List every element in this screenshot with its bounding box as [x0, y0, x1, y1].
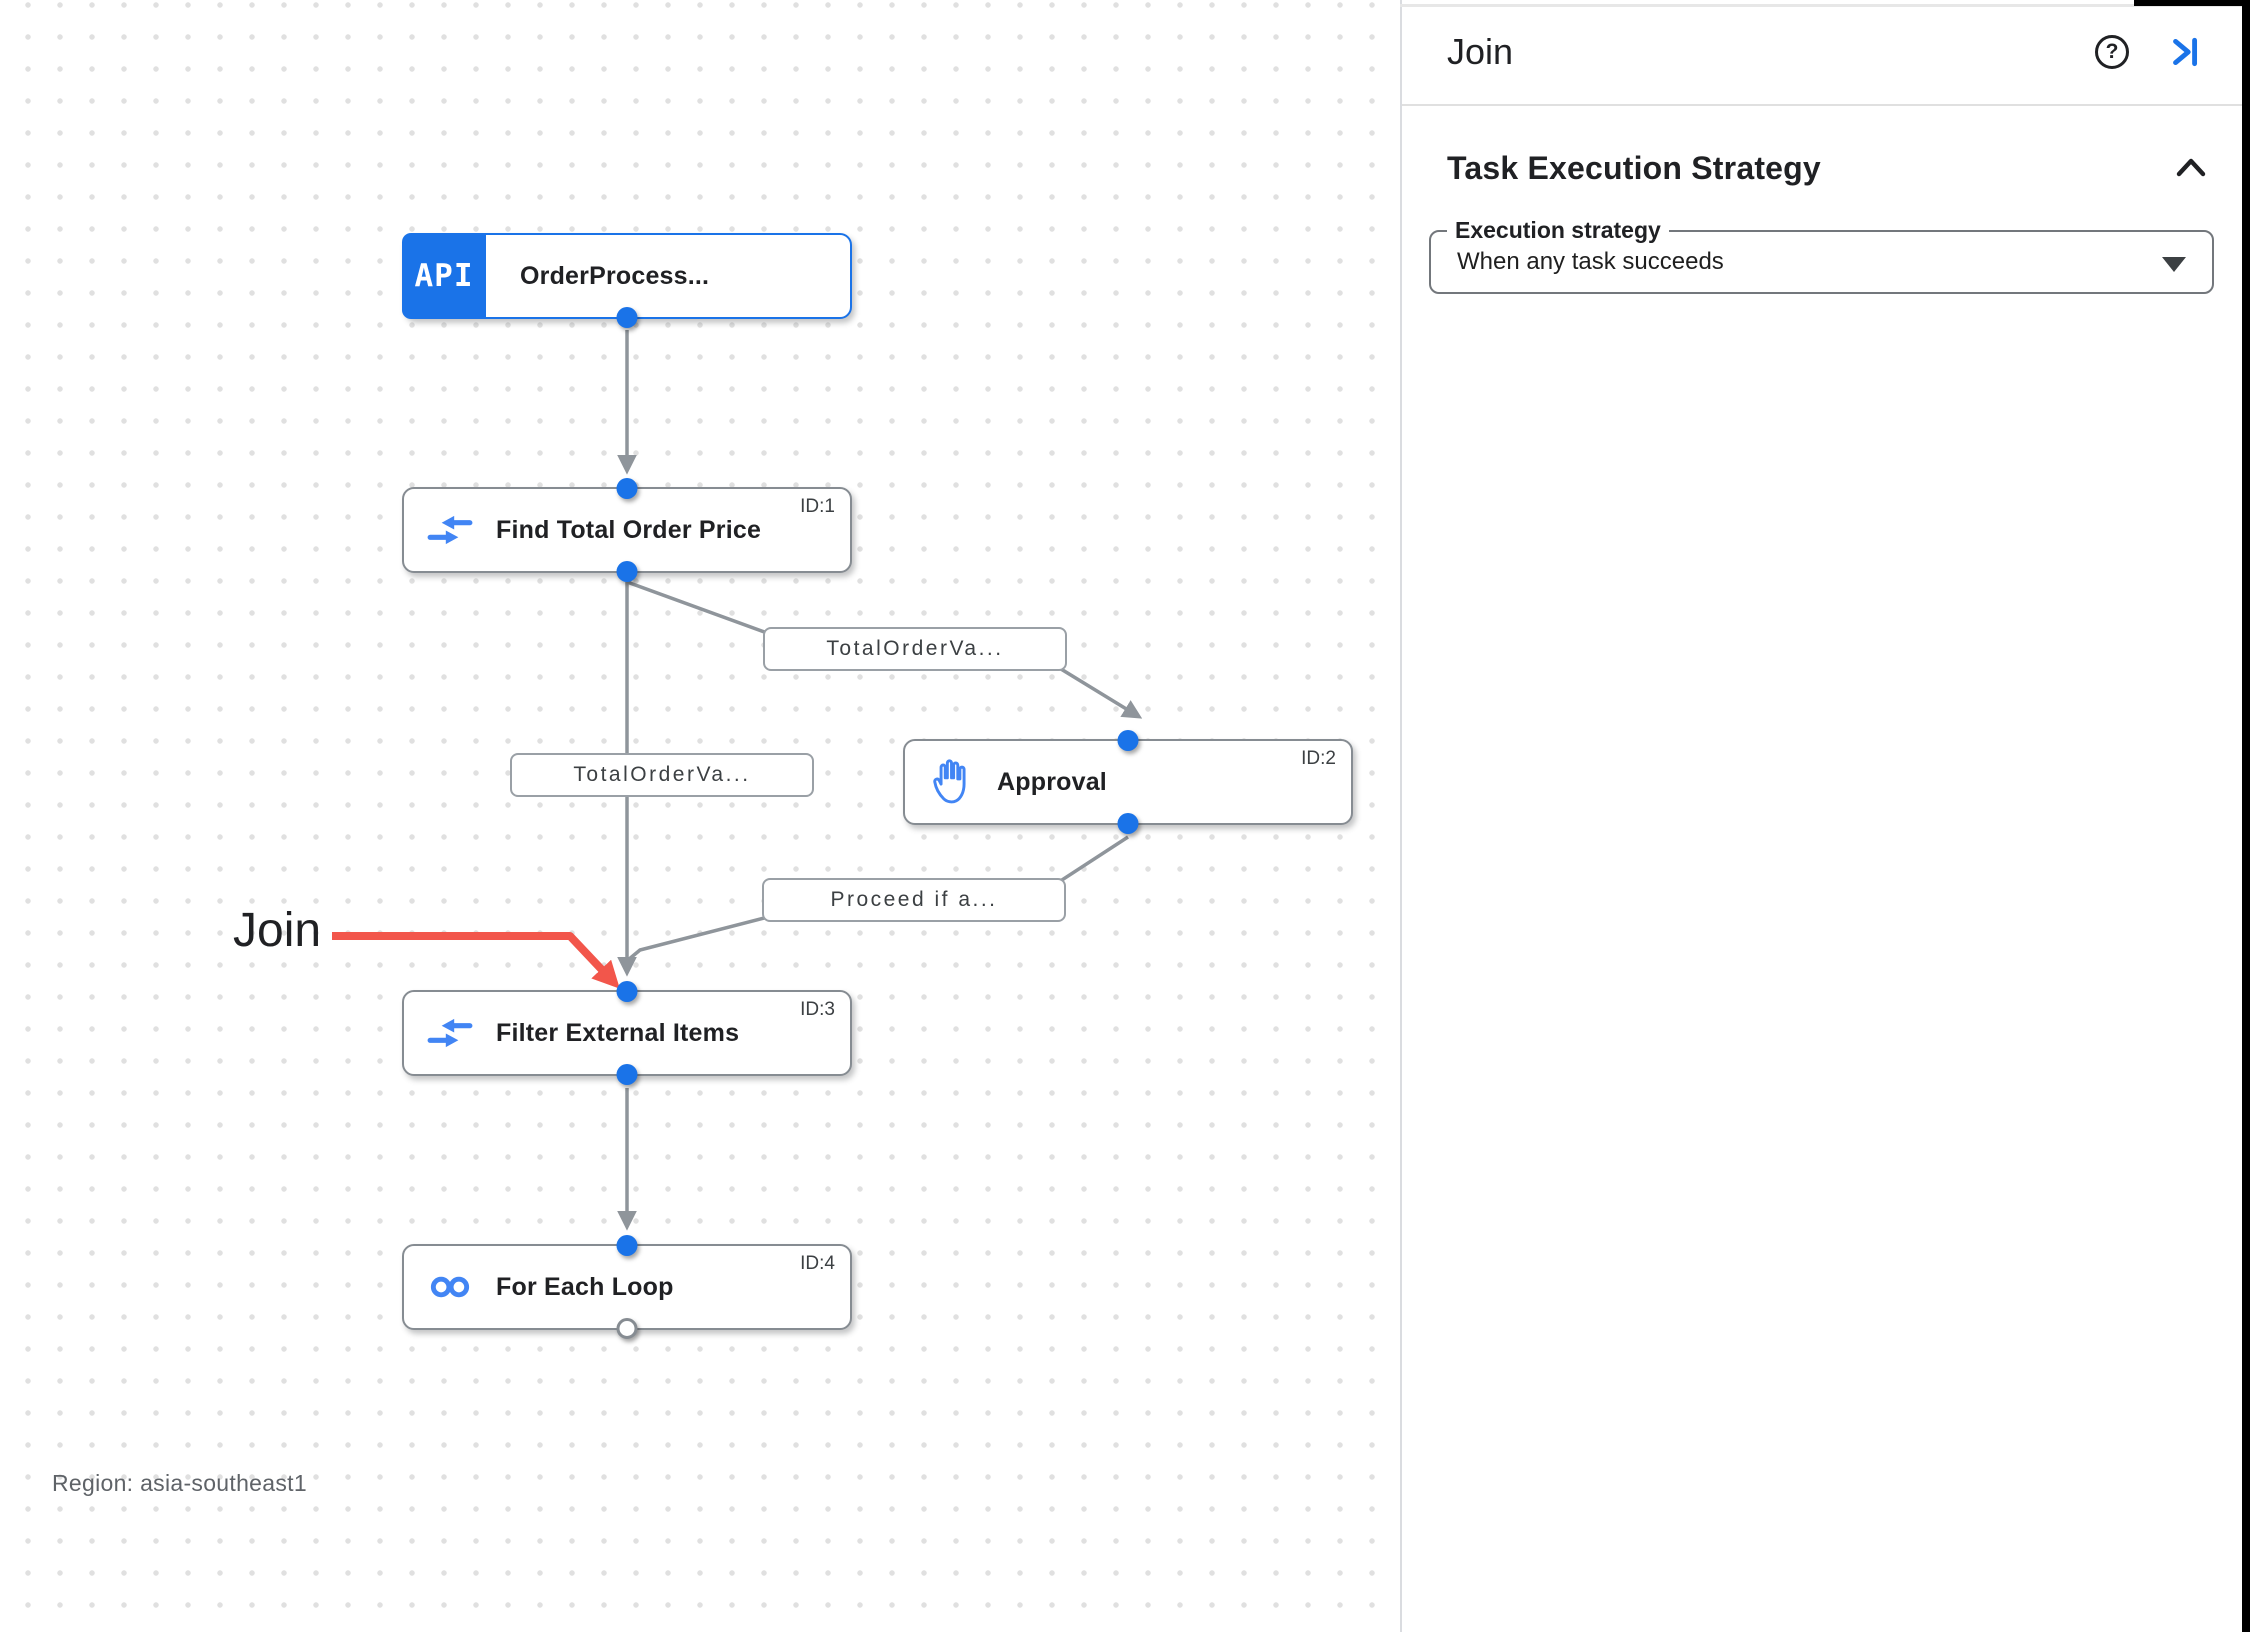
dropdown-caret-icon: [2162, 257, 2186, 272]
input-port[interactable]: [616, 478, 638, 499]
node-title: OrderProcess...: [520, 261, 710, 290]
output-port[interactable]: [1117, 813, 1139, 834]
edge-label-proceed-if[interactable]: Proceed if a...: [762, 878, 1066, 922]
help-button[interactable]: ?: [2090, 30, 2134, 74]
approval-hand-icon: [905, 759, 997, 805]
input-port[interactable]: [616, 1235, 638, 1256]
loop-infinity-icon: [404, 1275, 496, 1299]
node-trigger-orderprocess[interactable]: API OrderProcess...: [402, 233, 852, 328]
input-port-join[interactable]: [616, 981, 638, 1002]
chevron-up-icon: [2176, 158, 2206, 177]
node-id-label: ID:2: [1301, 748, 1336, 769]
node-title: Approval: [997, 767, 1107, 796]
execution-strategy-value: When any task succeeds: [1457, 248, 1724, 275]
node-title: Filter External Items: [496, 1018, 740, 1047]
data-mapping-icon: [404, 1015, 496, 1051]
panel-top-divider: [1400, 4, 2242, 7]
node-task-for-each-loop[interactable]: For Each Loop ID:4: [402, 1235, 852, 1339]
data-mapping-icon: [404, 512, 496, 548]
join-annotation-arrow: [332, 932, 620, 989]
node-task-filter-external-items[interactable]: Filter External Items ID:3: [402, 981, 852, 1085]
section-task-execution-strategy: Task Execution Strategy: [1429, 148, 2214, 188]
output-port-open[interactable]: [616, 1318, 638, 1339]
config-panel-body: Task Execution Strategy Execution strate…: [1402, 106, 2242, 294]
node-id-label: ID:4: [800, 1253, 835, 1274]
node-task-approval[interactable]: Approval ID:2: [903, 730, 1353, 834]
window-edge-artifact-horizontal: [2134, 0, 2250, 6]
edge-label-totalorderva-right[interactable]: TotalOrderVa...: [763, 627, 1067, 671]
section-title: Task Execution Strategy: [1447, 149, 1821, 186]
node-id-label: ID:1: [800, 496, 835, 517]
workflow-canvas[interactable]: API OrderProcess... Find Total Order Pri…: [0, 0, 1400, 1632]
region-label: Region: asia-southeast1: [52, 1470, 307, 1496]
collapse-panel-icon: [2173, 37, 2198, 67]
window-edge-artifact-vertical: [2242, 0, 2250, 1632]
api-trigger-badge: API: [402, 233, 486, 319]
node-title: For Each Loop: [496, 1272, 674, 1301]
execution-strategy-select[interactable]: Execution strategy When any task succeed…: [1429, 217, 2214, 294]
node-id-label: ID:3: [800, 999, 835, 1020]
output-port[interactable]: [616, 1064, 638, 1085]
output-port[interactable]: [616, 307, 638, 328]
help-icon: ?: [2095, 35, 2129, 69]
collapse-section-button[interactable]: [2174, 156, 2208, 180]
panel-title: Join: [1447, 31, 1514, 72]
collapse-panel-button[interactable]: [2162, 30, 2206, 74]
execution-strategy-label: Execution strategy: [1447, 217, 1669, 243]
config-panel-header: Join ?: [1402, 0, 2242, 106]
node-title: Find Total Order Price: [496, 515, 762, 544]
output-port[interactable]: [616, 561, 638, 582]
edge-label-totalorderva-left[interactable]: TotalOrderVa...: [510, 753, 814, 797]
config-panel: Join ? Task Execution Strategy: [1400, 0, 2242, 1632]
join-annotation-text: Join: [233, 904, 322, 957]
node-task-find-total-order-price[interactable]: Find Total Order Price ID:1: [402, 478, 852, 582]
input-port[interactable]: [1117, 730, 1139, 751]
